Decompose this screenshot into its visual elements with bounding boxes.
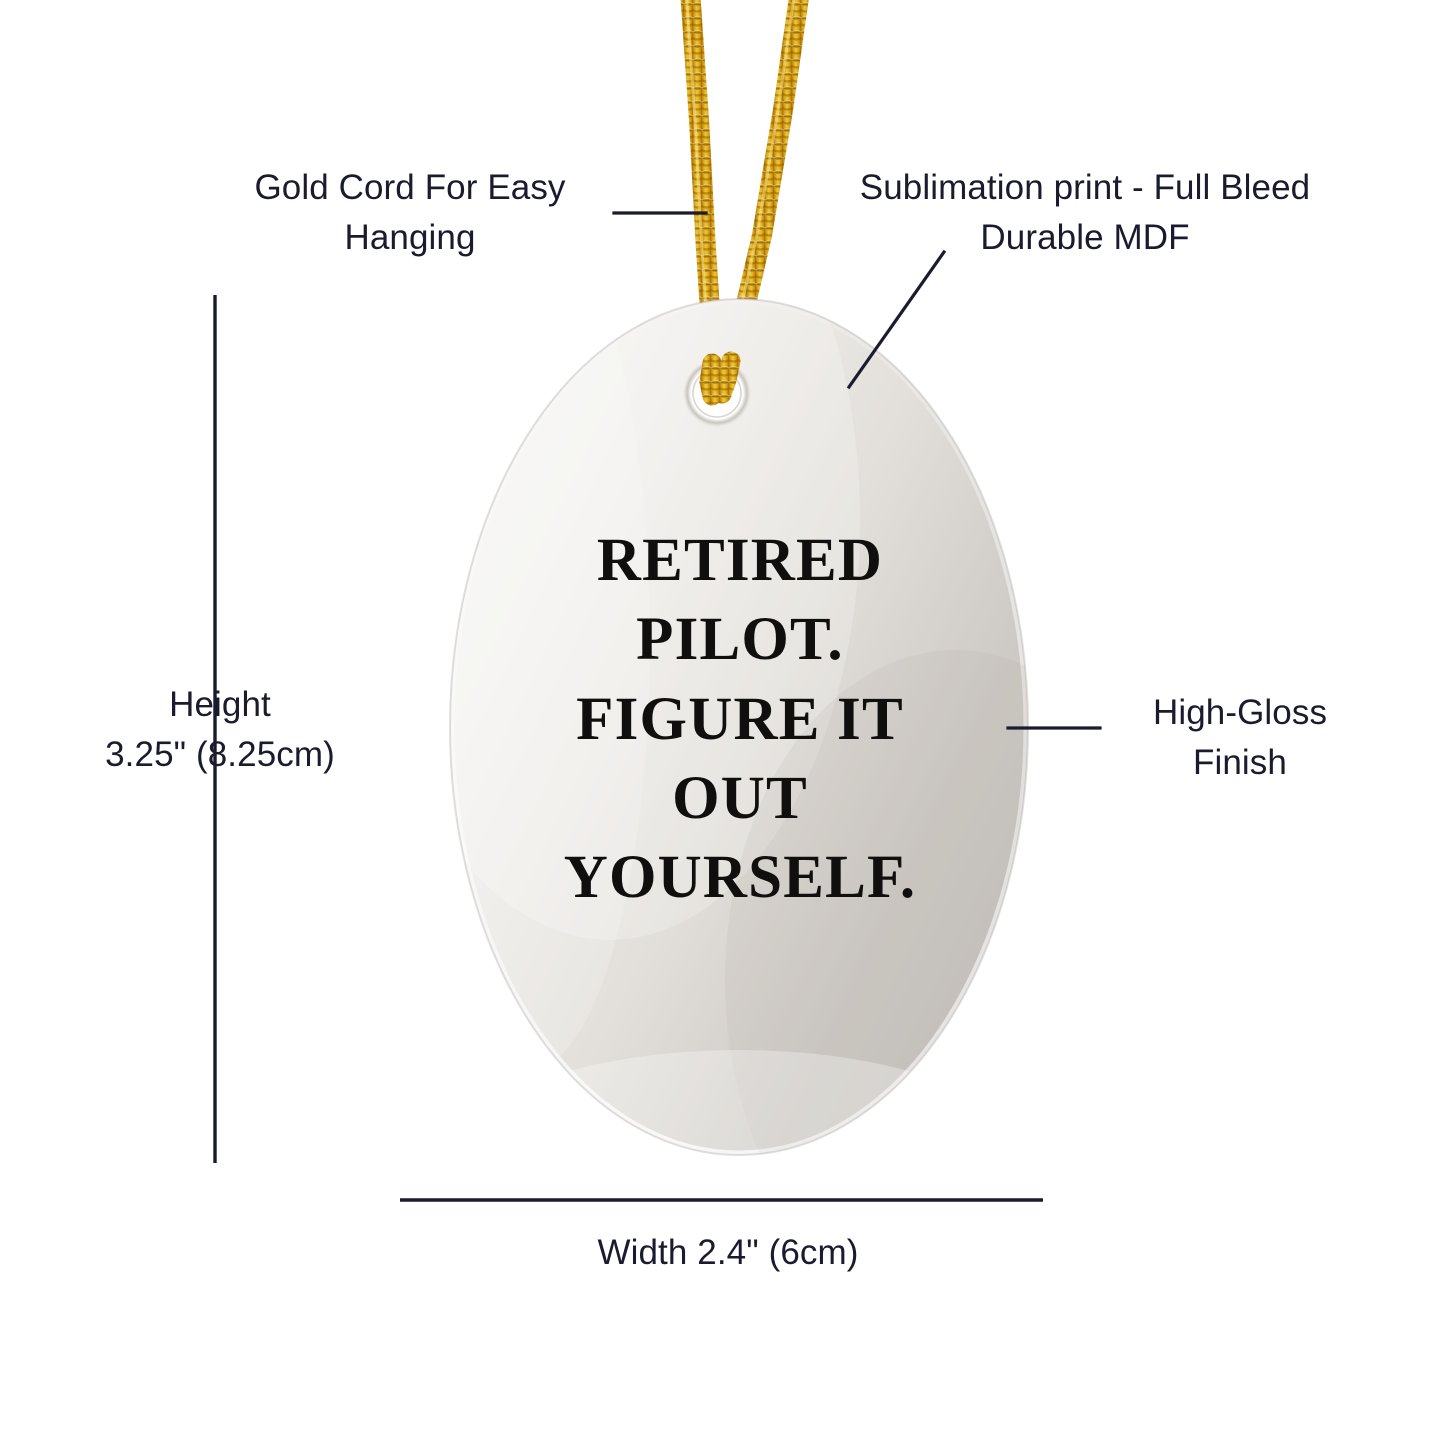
callout-height-dimension: Height 3.25" (8.25cm) xyxy=(105,685,335,774)
gold-cord-loop xyxy=(699,351,741,406)
callout-width-dimension: Width 2.4" (6cm) xyxy=(597,1233,859,1272)
ornament-body xyxy=(445,294,1033,1160)
callout-gold-cord: Gold Cord For Easy Hanging xyxy=(254,168,566,257)
leader-lines xyxy=(612,211,1102,730)
leader-sublimation xyxy=(846,249,947,390)
callout-sublimation-print: Sublimation print - Full Bleed Durable M… xyxy=(859,168,1311,257)
callout-high-gloss-finish: High-Gloss Finish xyxy=(1152,693,1328,782)
dimension-lines xyxy=(213,295,1043,1202)
